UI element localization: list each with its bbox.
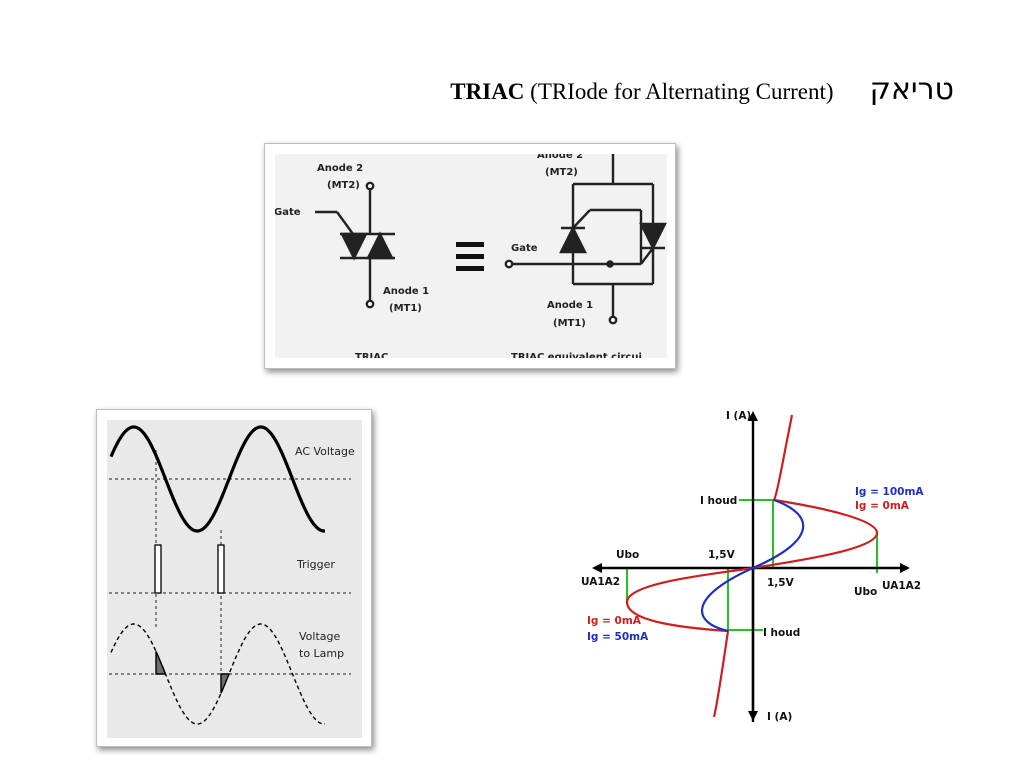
label-mt1: (MT1)	[389, 303, 422, 314]
iv-characteristic-svg: I (A) I (A) I houd I houd Ubo Ubo 1,5V 1…	[581, 410, 924, 723]
ac-voltage-wave	[109, 425, 325, 533]
label-anode2-equiv: Anode 2	[537, 150, 583, 161]
label-i-houd-top: I houd	[700, 495, 737, 507]
label-trigger: Trigger	[296, 558, 335, 571]
label-ubo-left: Ubo	[616, 549, 639, 561]
i-houd-top-marker	[739, 499, 774, 568]
title-hebrew: טריאק	[869, 72, 954, 107]
label-anode1: Anode 1	[383, 286, 429, 297]
caption-triac: TRIAC	[355, 352, 388, 363]
slide-title: TRIAC (TRIode for Alternating Current) טר…	[314, 72, 954, 107]
label-ua1a2-right: UA1A2	[882, 580, 921, 592]
trigger-pulse-1	[154, 544, 162, 594]
label-anode2: Anode 2	[317, 163, 363, 174]
lamp-conduction-positive	[155, 651, 166, 675]
label-ubo-right: Ubo	[854, 586, 877, 598]
gate-terminal-equiv	[504, 259, 514, 269]
anode1-terminal	[365, 299, 375, 309]
label-ua1a2-left: UA1A2	[581, 576, 620, 588]
legend-ig-0ma-bottom: Ig = 0mA	[587, 615, 642, 627]
waveform-svg: AC Voltage Trigger Voltage to Lamp	[107, 420, 362, 738]
label-i-axis-top: I (A)	[726, 410, 751, 422]
lamp-waveform-image: AC Voltage Trigger Voltage to Lamp	[96, 409, 372, 747]
triac-symbol	[315, 181, 395, 309]
label-1-5v-right: 1,5V	[767, 577, 795, 589]
label-anode1-equiv: Anode 1	[547, 300, 593, 311]
triac-equivalent-circuit	[504, 154, 667, 325]
label-mt2: (MT2)	[327, 180, 360, 191]
blue-curve-ig-gate	[701, 498, 805, 633]
legend-ig-50ma: Ig = 50mA	[587, 631, 649, 643]
label-gate-equiv: Gate	[511, 243, 538, 254]
label-to-lamp: to Lamp	[299, 647, 344, 660]
label-1-5v-left: 1,5V	[708, 549, 736, 561]
caption-triac-equivalent: TRIAC equivalent circui	[511, 352, 642, 363]
label-voltage: Voltage	[299, 630, 340, 643]
legend-ig-0ma-top: Ig = 0mA	[855, 500, 910, 512]
lamp-conduction-negative	[220, 673, 231, 694]
equivalence-symbol	[456, 242, 484, 271]
anode1-terminal-equiv	[608, 315, 618, 325]
label-i-axis-bottom: I (A)	[767, 711, 792, 723]
triac-circuit-svg: Anode 2 (MT2) Gate Anode 1 (MT1) TRIAC A…	[274, 150, 667, 363]
label-gate: Gate	[274, 207, 301, 218]
label-i-houd-bottom: I houd	[763, 627, 800, 639]
triac-circuit-image: Anode 2 (MT2) Gate Anode 1 (MT1) TRIAC A…	[264, 143, 676, 369]
waveform-image-background	[107, 420, 362, 738]
label-ac-voltage: AC Voltage	[295, 445, 355, 458]
label-mt1-equiv: (MT1)	[553, 318, 586, 329]
label-mt2-equiv: (MT2)	[545, 167, 578, 178]
iv-characteristic-chart: I (A) I (A) I houd I houd Ubo Ubo 1,5V 1…	[575, 400, 935, 728]
trigger-pulse-2	[217, 544, 225, 594]
title-expansion: (TRIode for Alternating Current)	[524, 79, 834, 104]
legend-ig-100ma: Ig = 100mA	[855, 486, 924, 498]
scr-b-diode	[639, 222, 667, 251]
title-acronym: TRIAC	[450, 79, 525, 104]
triac-diode-down	[340, 232, 368, 261]
anode2-terminal	[365, 181, 375, 191]
title-english: TRIAC (TRIode for Alternating Current)	[450, 79, 833, 104]
